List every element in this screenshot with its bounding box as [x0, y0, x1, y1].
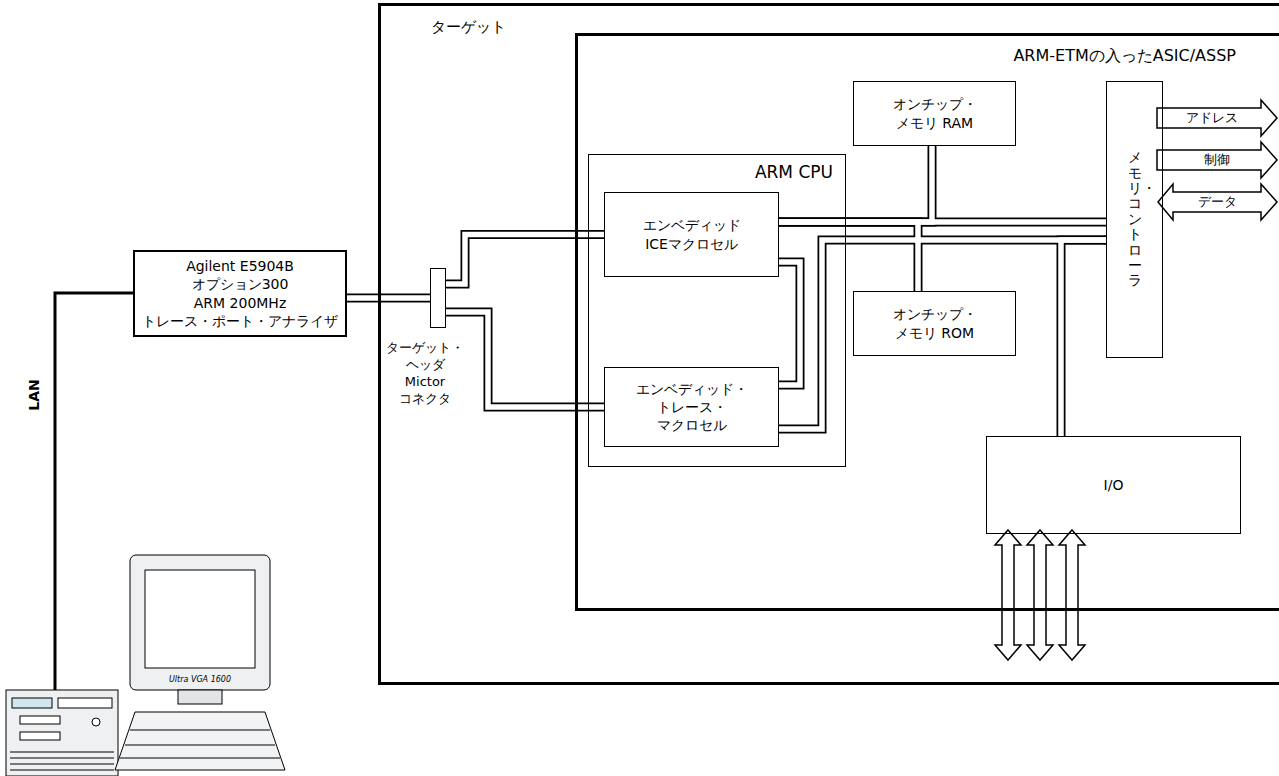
pc-tower: [6, 690, 118, 776]
node-text: オンチップ・ メモリ ROM: [893, 305, 977, 341]
memory-box: オンチップ・ メモリ ROM: [853, 291, 1016, 356]
io-box: I/O: [986, 436, 1241, 534]
model-label: Ultra VGA 1600: [169, 675, 231, 684]
asic-chip: エンベディッド ICEマクロセルエンベディッド・ トレース・マクロセル ARM C…: [575, 33, 1279, 611]
bus-arrows: [1157, 100, 1277, 220]
memory-box: オンチップ・ メモリ RAM: [853, 81, 1016, 146]
bus-connector-inner: [779, 146, 932, 222]
node-text: メモリ・コントローラ: [1128, 150, 1142, 289]
node-text: トレース・ポート・アナライザ: [142, 312, 338, 330]
node-title: ターゲット: [431, 18, 506, 38]
bus-connector: [779, 218, 1106, 227]
bus-connector-inner: [446, 312, 604, 407]
bus-connector-inner: [779, 262, 800, 385]
target-board: エンベディッド ICEマクロセルエンベディッド・ トレース・マクロセル ARM C…: [378, 3, 1279, 685]
node-title: ARM-ETMの入ったASIC/ASSP: [1013, 46, 1236, 67]
cpu-core: エンベディッド ICEマクロセルエンベディッド・ トレース・マクロセル ARM C…: [588, 154, 846, 467]
bus-connector: [347, 294, 430, 303]
io-arrow: [1027, 530, 1053, 660]
bus-connector-inner: [347, 295, 430, 301]
node-title: ターゲット・ ヘッダ Mictor コネクタ: [386, 340, 464, 408]
bus-connector-inner: [779, 219, 1106, 225]
signal-label: アドレス: [1184, 110, 1240, 126]
node-title: ARM CPU: [755, 161, 833, 183]
bus-connector-inner: [446, 235, 604, 285]
io-arrow: [995, 530, 1021, 660]
bus-connector: [446, 312, 604, 407]
node-text: Agilent E5904B: [186, 257, 294, 275]
bus-connector: [779, 262, 800, 385]
bus-connector-inner: [779, 240, 1106, 429]
io-arrow: [1059, 530, 1085, 660]
node-text: エンベディッド ICEマクロセル: [643, 216, 741, 252]
bus-connector-inner: [1061, 240, 1106, 436]
memory-controller: メモリ・コントローラ: [1106, 81, 1163, 358]
bus-connector: [1061, 240, 1106, 436]
pc-monitor: [115, 555, 285, 770]
node-text: ARM 200MHz: [194, 294, 287, 312]
io-arrows: [995, 530, 1085, 660]
bus-connector: [779, 146, 932, 222]
bus-connector: [446, 235, 604, 285]
connector: ターゲット・ ヘッダ Mictor コネクタ: [430, 268, 446, 328]
signal-label: 制御: [1202, 152, 1232, 168]
node-text: オンチップ・ メモリ RAM: [893, 95, 977, 131]
macrocell-box: エンベディッド・ トレース・マクロセル: [604, 367, 779, 447]
analyzer-box: Agilent E5904Bオプション300ARM 200MHzトレース・ポート…: [133, 250, 347, 337]
signal-label: データ: [1196, 194, 1239, 210]
cable-label: LAN: [26, 379, 42, 410]
node-text: オプション300: [192, 275, 289, 293]
lan-cable: [55, 293, 133, 690]
node-text: エンベディッド・ トレース・マクロセル: [636, 380, 748, 435]
node-text: I/O: [1104, 476, 1124, 494]
bus-connector-inner: [779, 222, 918, 291]
macrocell-box: エンベディッド ICEマクロセル: [604, 192, 779, 277]
